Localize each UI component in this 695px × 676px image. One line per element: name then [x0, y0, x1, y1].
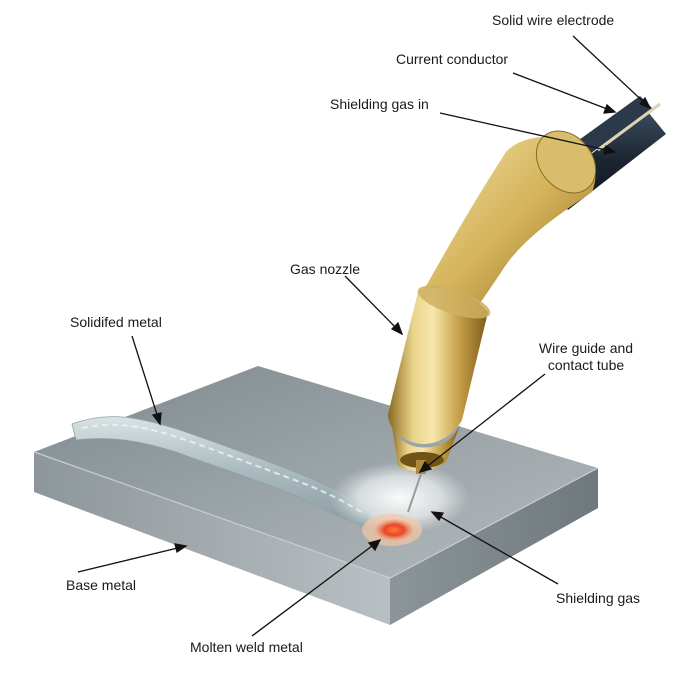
label-solidified-metal: Solidifed metal [70, 314, 162, 330]
label-base-metal: Base metal [66, 577, 137, 593]
label-solid-wire-electrode: Solid wire electrode [492, 12, 615, 28]
label-gas-nozzle: Gas nozzle [290, 261, 361, 277]
molten-weld-pool [362, 514, 422, 546]
label-molten-weld-metal: Molten weld metal [190, 639, 303, 655]
label-current-conductor: Current conductor [396, 51, 509, 67]
label-shielding-gas-in: Shielding gas in [330, 96, 429, 112]
label-wire-guide-line2: contact tube [547, 357, 625, 373]
plate-top-surface [34, 366, 598, 578]
plate-right-edge [390, 468, 598, 625]
plate-front-edge [34, 452, 390, 625]
base-metal-plate [33, 366, 599, 625]
gas-nozzle-torch [388, 130, 597, 513]
label-wire-guide-line1: Wire guide and [538, 340, 634, 356]
leader-lines [77, 35, 652, 637]
label-shielding-gas: Shielding gas [556, 590, 641, 606]
label-wire-guide-contact-tube: Wire guide and contact tube [530, 340, 642, 374]
